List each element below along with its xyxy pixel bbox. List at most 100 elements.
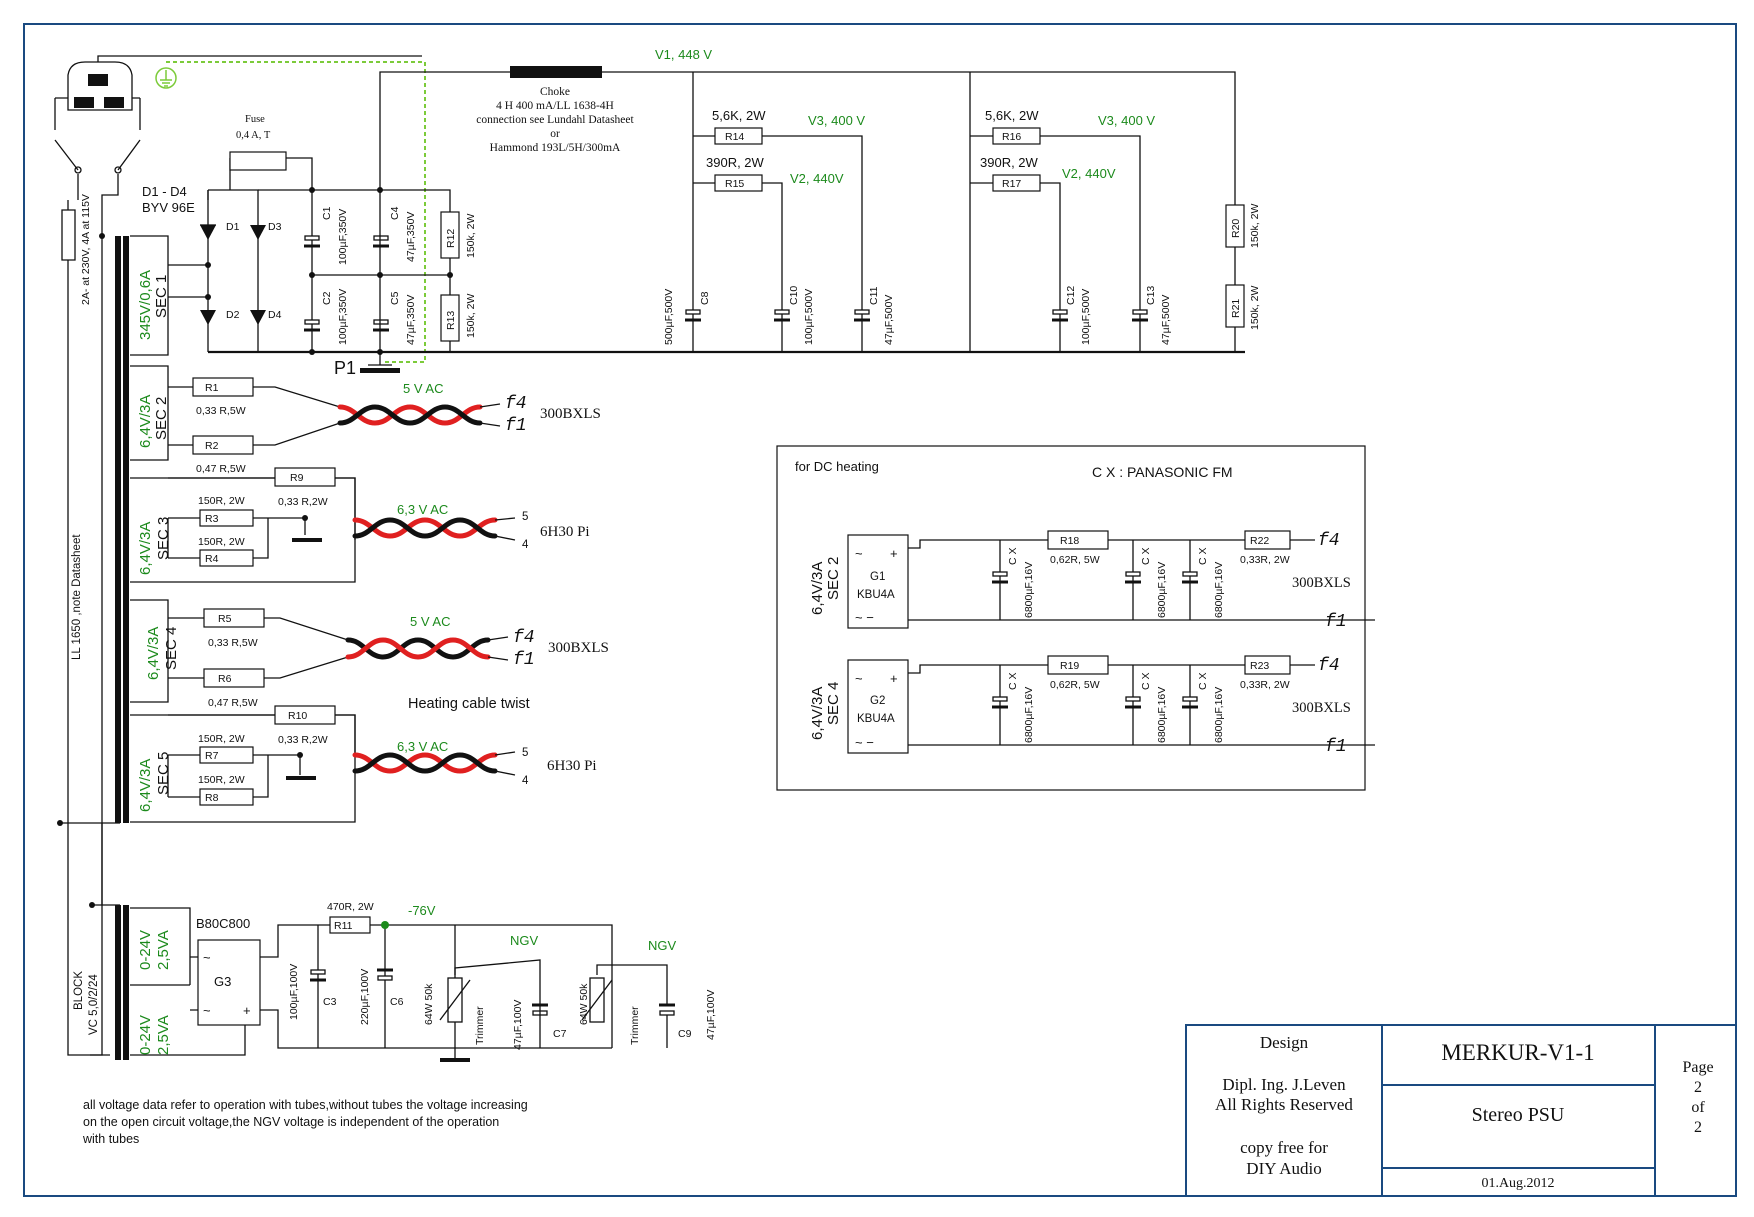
aux1-va: 2,5VA bbox=[155, 930, 172, 970]
c11-value: 47µF,500V bbox=[883, 295, 895, 345]
cx-1b-value: 6800µF,16V bbox=[1156, 562, 1168, 618]
cx-2a-value: 6800µF,16V bbox=[1023, 687, 1035, 743]
ac-63v-2: 6,3 V AC bbox=[397, 739, 448, 754]
g1-label: G1 bbox=[870, 571, 885, 583]
ngv-label-1: NGV bbox=[510, 933, 539, 948]
sec5-label: SEC 5 bbox=[155, 752, 172, 795]
r10-label: R10 bbox=[288, 710, 307, 722]
r1-label: R1 bbox=[205, 382, 219, 394]
svg-text:4 H 400 mA/LL 1638-4H: 4 H 400 mA/LL 1638-4H bbox=[496, 100, 614, 112]
tube-300b-2: 300BXLS bbox=[548, 640, 609, 656]
g3-tilde-2: ~ bbox=[203, 1003, 211, 1018]
fuse bbox=[229, 151, 287, 171]
block-model: VC 5,0/2/24 bbox=[88, 974, 100, 1035]
page-label: Page bbox=[1682, 1059, 1713, 1076]
r3 bbox=[199, 509, 254, 527]
r16-value: 5,6K, 2W bbox=[985, 108, 1039, 123]
r4 bbox=[199, 549, 254, 567]
b80c800-label: B80C800 bbox=[196, 916, 250, 931]
r14 bbox=[714, 127, 763, 145]
c2-value: 100µF,350V bbox=[337, 289, 349, 345]
cx-2c: C X bbox=[1197, 672, 1209, 690]
c11-label: C11 bbox=[868, 286, 880, 305]
d3-label: D3 bbox=[268, 221, 282, 233]
cx-2b: C X bbox=[1140, 672, 1152, 690]
c8-label: C8 bbox=[699, 291, 711, 305]
dc-heating-box bbox=[776, 445, 1366, 791]
c13-label: C13 bbox=[1145, 286, 1157, 305]
svg-text:Hammond 193L/5H/300mA: Hammond 193L/5H/300mA bbox=[490, 142, 621, 154]
svg-text:Choke: Choke bbox=[540, 86, 570, 98]
free-line-2: DIY Audio bbox=[1246, 1159, 1321, 1178]
r10 bbox=[274, 705, 336, 725]
p1-label: P1 bbox=[334, 358, 356, 378]
r20-label: R20 bbox=[1230, 219, 1242, 238]
r6-value: 0,47 R,5W bbox=[208, 697, 258, 709]
pe-line bbox=[166, 61, 426, 363]
r8-label: R8 bbox=[205, 792, 219, 804]
dc-f1-1: f1 bbox=[1325, 612, 1347, 632]
transformer-label: LL 1650 ,note Datasheet bbox=[71, 534, 83, 660]
c10-label: C10 bbox=[788, 286, 800, 305]
g3-label: G3 bbox=[214, 974, 231, 989]
dc-tube-1: 300BXLS bbox=[1292, 575, 1351, 591]
ac-5v-1: 5 V AC bbox=[403, 381, 443, 396]
v3-left: V3, 400 V bbox=[808, 113, 865, 128]
cx-note: C X : PANASONIC FM bbox=[1092, 464, 1233, 480]
sec2-voltage: 6,4V/3A bbox=[137, 395, 154, 448]
dc-f4-1: f4 bbox=[1318, 531, 1340, 551]
g2-plus: + bbox=[890, 671, 898, 686]
r19-value: 0,62R, 5W bbox=[1050, 679, 1100, 691]
r15-value: 390R, 2W bbox=[706, 155, 765, 170]
title-block bbox=[1185, 1024, 1736, 1196]
page-of: of bbox=[1691, 1099, 1705, 1116]
c7-value: 47µF,100V bbox=[512, 1000, 524, 1050]
dc-box-title: for DC heating bbox=[795, 459, 879, 474]
r23-value: 0,33R, 2W bbox=[1240, 679, 1290, 691]
svg-text:connection see Lundahl Datashe: connection see Lundahl Datasheet bbox=[476, 114, 634, 126]
cx-2a: C X bbox=[1007, 672, 1019, 690]
r1-value: 0,33 R,5W bbox=[196, 405, 246, 417]
g1-bridge bbox=[847, 534, 909, 629]
g1-minus: ~ − bbox=[855, 610, 874, 625]
tube-6h30-1: 6H30 Pi bbox=[540, 524, 590, 540]
r16-label: R16 bbox=[1002, 131, 1021, 143]
tube-300b-1: 300BXLS bbox=[540, 406, 601, 422]
diode-range: D1 - D4 bbox=[142, 184, 187, 199]
sec2-label: SEC 2 bbox=[153, 397, 170, 440]
c10-value: 100µF,500V bbox=[803, 289, 815, 345]
v2-left: V2, 440V bbox=[790, 171, 844, 186]
r16 bbox=[992, 127, 1041, 145]
pot1-label: 64W 50k bbox=[423, 983, 435, 1025]
cx-1a: C X bbox=[1007, 547, 1019, 565]
v3-right: V3, 400 V bbox=[1098, 113, 1155, 128]
c2-label: C2 bbox=[321, 291, 333, 305]
r9-label: R9 bbox=[290, 472, 304, 484]
r5-label: R5 bbox=[218, 613, 232, 625]
r7 bbox=[199, 746, 254, 764]
hv-bridge bbox=[168, 157, 313, 352]
c5-value: 47µF,350V bbox=[405, 295, 417, 345]
author-line-1: Dipl. Ing. J.Leven bbox=[1222, 1075, 1346, 1094]
c1-value: 100µF,350V bbox=[337, 209, 349, 265]
r9 bbox=[274, 467, 336, 487]
g1-tilde-1: ~ bbox=[855, 546, 863, 561]
dc-f4-2: f4 bbox=[1318, 656, 1340, 676]
r21-label: R21 bbox=[1230, 299, 1242, 318]
dc-sec4-label: SEC 4 bbox=[825, 682, 842, 725]
r6-label: R6 bbox=[218, 673, 232, 685]
sec3-label: SEC 3 bbox=[155, 517, 172, 560]
r21-value: 150k, 2W bbox=[1249, 286, 1261, 330]
r23-label: R23 bbox=[1250, 660, 1269, 672]
author-line-2: All Rights Reserved bbox=[1215, 1095, 1353, 1114]
g1-model: KBU4A bbox=[857, 589, 895, 601]
note-line-2: on the open circuit voltage,the NGV volt… bbox=[83, 1115, 499, 1129]
r7-label: R7 bbox=[205, 750, 219, 762]
cx-2b-value: 6800µF,16V bbox=[1156, 687, 1168, 743]
r11-value: 470R, 2W bbox=[327, 901, 374, 913]
page-total: 2 bbox=[1694, 1119, 1702, 1136]
f4-2: f4 bbox=[513, 628, 535, 648]
f1-1: f1 bbox=[505, 416, 527, 436]
c12-value: 100µF,500V bbox=[1080, 289, 1092, 345]
